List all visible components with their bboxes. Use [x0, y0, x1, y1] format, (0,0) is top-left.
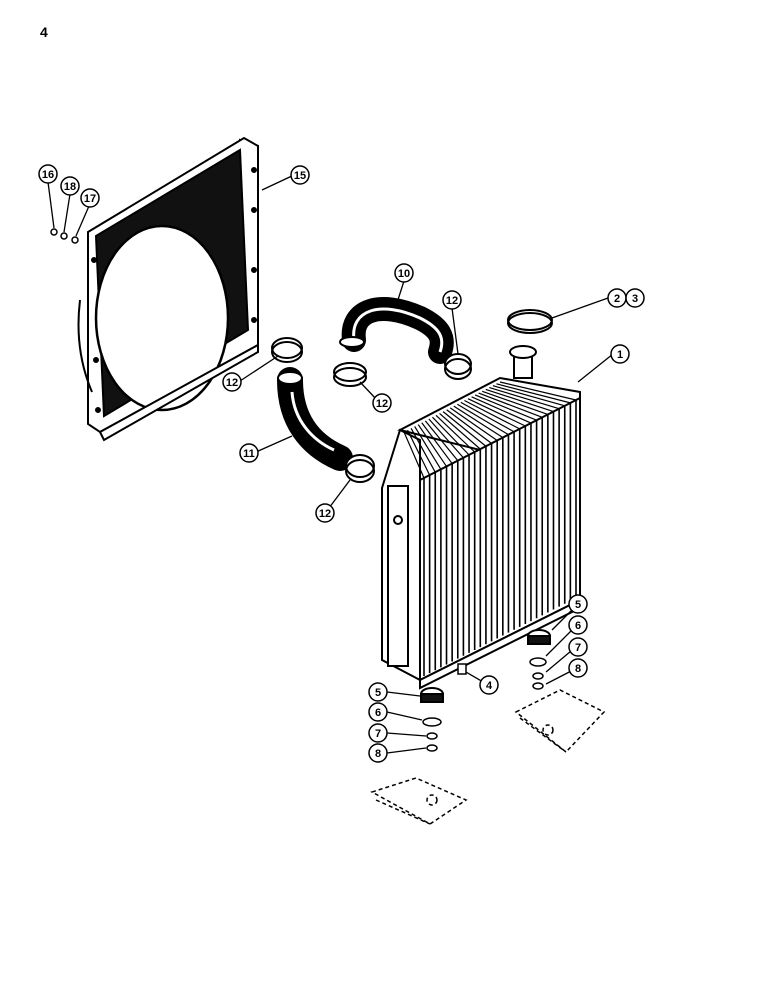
callout-15: 15 — [290, 165, 310, 185]
svg-text:6: 6 — [375, 707, 381, 719]
tank-rib — [439, 413, 481, 450]
callout-12: 12 — [315, 503, 335, 523]
svg-text:16: 16 — [42, 169, 54, 181]
svg-text:3: 3 — [632, 293, 638, 305]
callout-5: 5 — [568, 594, 588, 614]
mount-bracket-right — [514, 689, 606, 754]
callout-3: 3 — [625, 288, 645, 308]
radiator-core-fins — [403, 381, 577, 676]
page-number: 4 — [40, 24, 48, 40]
tank-rib — [474, 394, 537, 421]
svg-text:7: 7 — [575, 642, 581, 654]
hose-clamp — [444, 353, 472, 380]
svg-text:8: 8 — [375, 748, 381, 760]
drain-cock — [457, 663, 467, 675]
tank-rib — [464, 399, 520, 430]
svg-text:5: 5 — [575, 599, 581, 611]
tank-rib — [428, 418, 464, 459]
callout-4: 4 — [479, 675, 499, 695]
callout-18: 18 — [60, 176, 80, 196]
lockwasher-right — [532, 672, 544, 680]
callout-12: 12 — [442, 290, 462, 310]
nut-left — [426, 744, 438, 752]
tank-rib — [446, 409, 492, 444]
callout-8: 8 — [568, 658, 588, 678]
svg-text:7: 7 — [375, 728, 381, 740]
callout-6: 6 — [568, 615, 588, 635]
tank-rib — [453, 405, 504, 439]
tank-rib — [478, 392, 543, 418]
callout-7: 7 — [368, 723, 388, 743]
tank-rib — [432, 416, 470, 456]
svg-text:4: 4 — [486, 680, 493, 692]
tank-rib — [457, 403, 509, 436]
tank-rib — [496, 383, 571, 404]
callout-2: 2 — [607, 288, 627, 308]
tank-rib — [414, 426, 442, 470]
callout-17: 17 — [80, 188, 100, 208]
hose-clamp — [271, 337, 303, 363]
svg-text:11: 11 — [243, 448, 255, 460]
svg-text:2: 2 — [614, 293, 620, 305]
washer-right — [529, 657, 547, 667]
nut-right — [532, 682, 544, 690]
mount-cushion-right — [527, 629, 551, 645]
tank-rib — [403, 431, 425, 479]
callout-7: 7 — [568, 637, 588, 657]
nut-17 — [71, 236, 79, 244]
tank-rib — [449, 407, 498, 441]
callout-12: 12 — [222, 372, 242, 392]
tank-rib — [489, 386, 560, 410]
mount-bracket-left — [370, 777, 468, 825]
svg-text:5: 5 — [375, 687, 381, 699]
callout-8: 8 — [368, 743, 388, 763]
tank-rib — [442, 411, 487, 447]
tank-rib — [421, 422, 453, 464]
callout-5: 5 — [368, 682, 388, 702]
bolt-16 — [50, 228, 58, 236]
radiator-cap — [507, 309, 553, 334]
svg-text:8: 8 — [575, 663, 581, 675]
lockwasher-left — [426, 732, 438, 740]
hose-clamp — [345, 454, 375, 483]
washer-18 — [60, 232, 68, 240]
tank-rib — [492, 385, 565, 407]
callout-11: 11 — [239, 443, 259, 463]
washer-left — [422, 717, 442, 727]
svg-text:12: 12 — [376, 398, 388, 410]
svg-text:10: 10 — [398, 268, 410, 280]
callout-6: 6 — [368, 702, 388, 722]
tank-rib — [417, 424, 448, 467]
tank-rib — [407, 429, 431, 476]
tank-rib — [467, 398, 526, 427]
svg-text:12: 12 — [446, 295, 458, 307]
fan-shroud — [77, 136, 259, 442]
svg-text:12: 12 — [319, 508, 331, 520]
svg-text:17: 17 — [84, 193, 96, 205]
lower-hose — [277, 367, 353, 471]
tank-rib — [499, 381, 577, 401]
svg-text:15: 15 — [294, 170, 306, 182]
leader-lines — [47, 174, 614, 754]
svg-text:6: 6 — [575, 620, 581, 632]
tank-rib — [410, 428, 436, 473]
callout-1: 1 — [610, 344, 630, 364]
svg-text:12: 12 — [226, 377, 238, 389]
callout-16: 16 — [38, 164, 58, 184]
tank-rib — [482, 390, 549, 416]
upper-hose — [339, 297, 454, 364]
mount-cushion-left — [420, 687, 444, 703]
tank-rib — [471, 396, 532, 424]
tank-rib — [485, 388, 554, 413]
tank-rib — [424, 420, 459, 462]
tank-rib — [435, 414, 476, 453]
callout-12: 12 — [372, 393, 392, 413]
svg-text:18: 18 — [64, 181, 76, 193]
callout-10: 10 — [394, 263, 414, 283]
tank-rib — [460, 401, 515, 433]
svg-text:1: 1 — [617, 349, 623, 361]
hose-clamp — [333, 362, 367, 387]
